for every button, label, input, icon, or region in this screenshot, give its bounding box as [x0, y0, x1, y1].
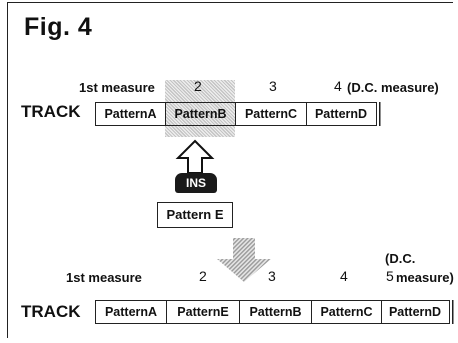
bottom-measure-label-1: 1st measure [66, 270, 142, 285]
bottom-measure-label-3: 3 [268, 268, 276, 284]
bottom-track-cell-d: PatternD [381, 301, 448, 323]
ins-key-badge: INS [175, 173, 217, 193]
top-track-cell-d: PatternD [306, 103, 375, 125]
top-track-cell-b: PatternB [165, 103, 235, 125]
top-measure-label-1: 1st measure [79, 80, 155, 95]
shaded-down-arrow-icon [217, 238, 271, 282]
hollow-up-arrow-icon [175, 139, 215, 174]
pattern-e-box: Pattern E [157, 202, 233, 228]
top-track-row: PatternA PatternB PatternC PatternD [95, 102, 377, 126]
bottom-track-cell-c: PatternC [311, 301, 381, 323]
bottom-measure-label-4: 4 [340, 268, 348, 284]
figure-frame [7, 2, 453, 338]
top-track-label: TRACK [21, 102, 81, 121]
top-measure-label-2: 2 [194, 78, 202, 94]
bottom-track-cell-a: PatternA [104, 305, 158, 319]
bottom-track-cell-b: PatternB [239, 301, 311, 323]
top-measure-label-4: 4 [334, 78, 342, 94]
top-dc-measure-label: (D.C. measure) [347, 80, 439, 95]
insert-position-highlight [165, 80, 235, 137]
bottom-dc-label-line2: measure) [396, 270, 454, 285]
bottom-track-cell-e: PatternE [166, 301, 239, 323]
top-track-cell-a: PatternA [104, 107, 157, 121]
figure-title: Fig. 4 [24, 13, 93, 41]
bottom-measure-label-2: 2 [199, 268, 207, 284]
bottom-track-label: TRACK [21, 302, 81, 321]
bottom-track-row: PatternA PatternE PatternB PatternC Patt… [95, 300, 450, 324]
bottom-dc-label-line1: (D.C. [385, 251, 416, 266]
bottom-measure-label-5: 5 [386, 268, 394, 284]
top-measure-label-3: 3 [269, 78, 277, 94]
top-track-cell-c: PatternC [235, 103, 306, 125]
